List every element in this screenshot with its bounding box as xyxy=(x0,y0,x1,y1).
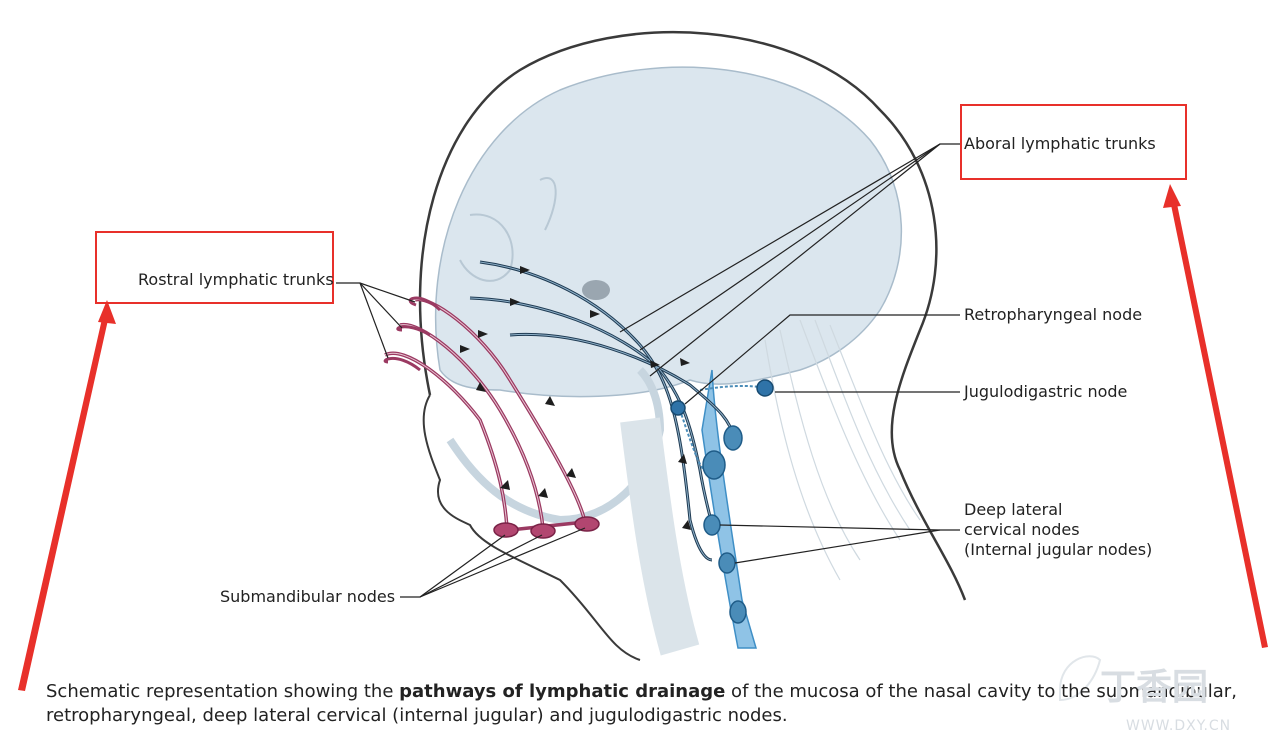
label-submandibular-nodes: Submandibular nodes xyxy=(220,587,396,606)
highlight-box-rostral xyxy=(95,231,334,304)
label-rostral-trunks: Rostral lymphatic trunks xyxy=(138,270,334,289)
aboral-vessel-cores xyxy=(469,261,736,561)
skull xyxy=(434,66,903,398)
submandibular-node xyxy=(493,522,519,538)
submandibular-node xyxy=(574,516,600,532)
watermark-url: WWW.DXY.CN xyxy=(1126,718,1232,734)
caption-text: Schematic representation showing the xyxy=(46,681,400,702)
leader-lines xyxy=(336,143,960,598)
face-profile xyxy=(422,394,641,661)
ear-canal xyxy=(582,280,610,300)
label-retropharyngeal-node: Retropharyngeal node xyxy=(964,305,1143,324)
label-deep-lateral-2: cervical nodes xyxy=(964,520,1080,539)
watermark-logo xyxy=(1059,655,1102,702)
figure-caption: Schematic representation showing the pat… xyxy=(46,680,1256,728)
zygomatic xyxy=(539,177,557,231)
label-jugulodigastric-node: Jugulodigastric node xyxy=(964,382,1128,401)
internal-jugular-vein xyxy=(701,369,757,649)
watermark-brand: 丁香园 xyxy=(1100,667,1209,708)
red-arrowhead-right xyxy=(1163,184,1181,208)
red-arrow-left xyxy=(18,310,110,691)
head-outline xyxy=(418,30,967,601)
jugulodigastric-node xyxy=(756,379,774,397)
label-deep-lateral-1: Deep lateral xyxy=(964,500,1063,519)
nasal-loop-2 xyxy=(396,325,431,337)
caption-text-rest: of the mucosa of the nasal cavity to the… xyxy=(46,681,1237,726)
label-aboral-trunks: Aboral lymphatic trunks xyxy=(964,134,1156,153)
red-arrow-right xyxy=(1170,199,1268,648)
nasal-loop-1 xyxy=(408,296,442,312)
nasal-loop-3 xyxy=(383,357,421,372)
retropharyngeal-node xyxy=(670,400,686,416)
submandibular-node xyxy=(530,523,556,539)
caption-emphasis: pathways of lymphatic drainage xyxy=(399,681,726,702)
label-deep-lateral-3: (Internal jugular nodes) xyxy=(964,540,1153,559)
neck-muscles xyxy=(764,319,921,581)
cervical-spine xyxy=(620,417,700,656)
red-arrowhead-left xyxy=(98,300,116,324)
orbit xyxy=(459,213,514,282)
flow-arrows xyxy=(460,266,691,530)
mandible xyxy=(446,367,665,525)
highlight-box-aboral xyxy=(960,104,1187,180)
